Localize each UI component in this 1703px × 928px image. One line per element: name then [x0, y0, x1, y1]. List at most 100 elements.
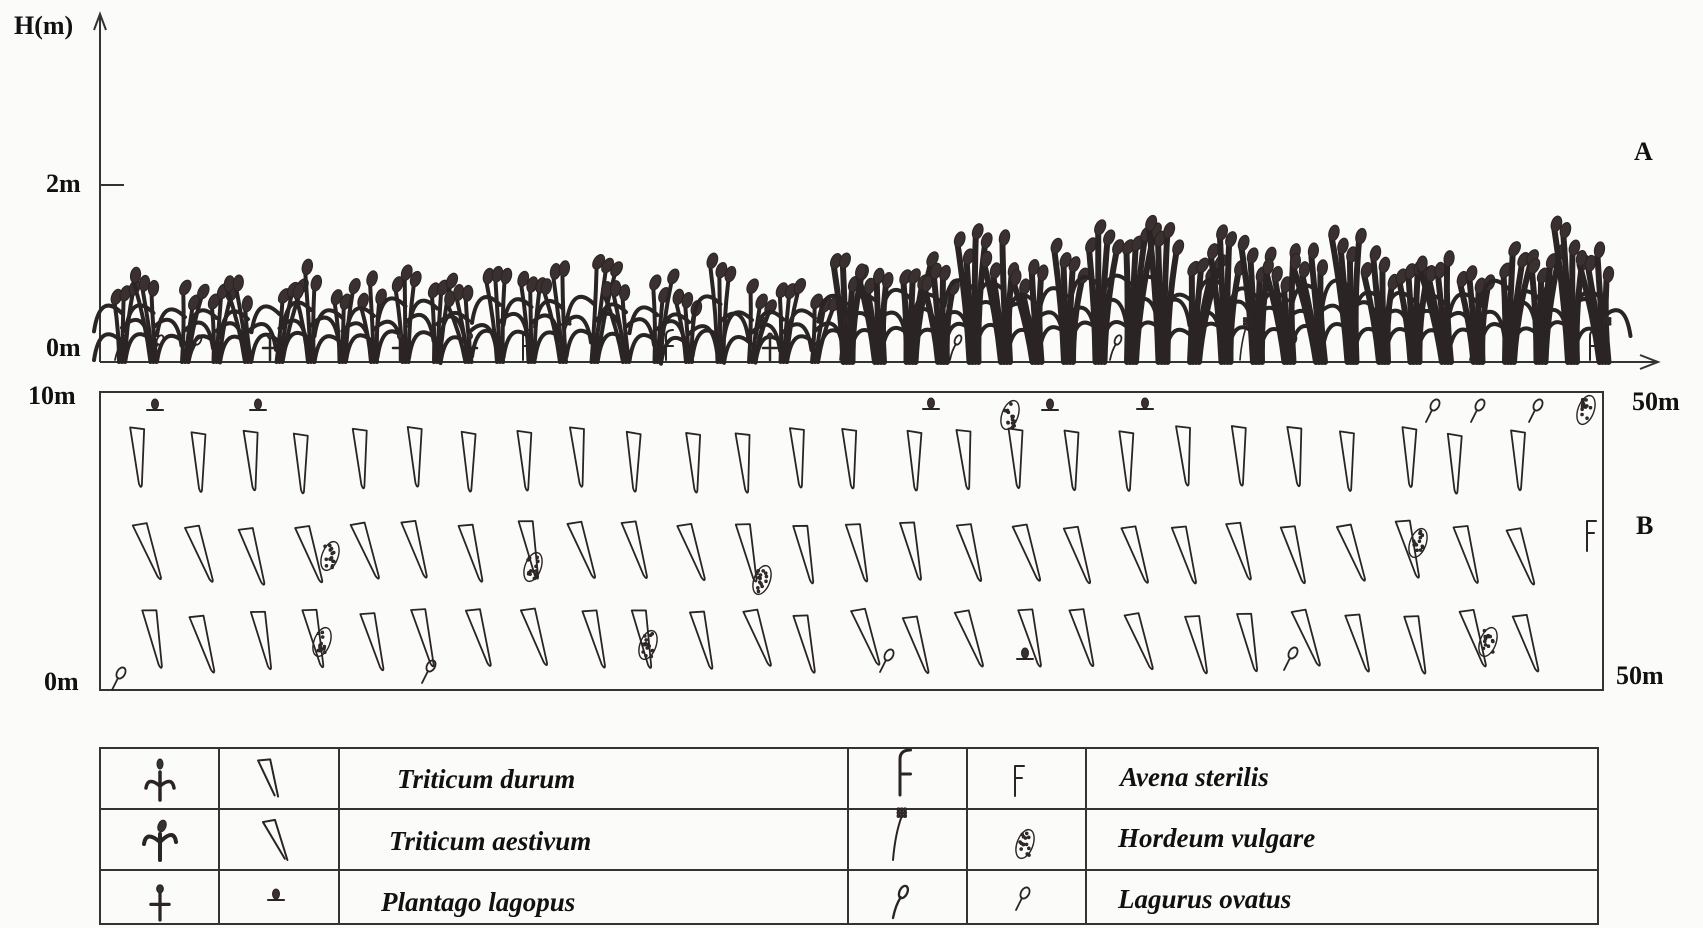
wheat-plan-icon [1009, 428, 1023, 488]
wheat-plan-icon [1337, 523, 1368, 584]
lagurus-plan-icon [880, 648, 895, 672]
wheat-plan-icon [1125, 611, 1156, 672]
wheat-plan-icon [1119, 431, 1133, 491]
wheat-plan-icon [842, 429, 857, 489]
plantago-plan-icon [1137, 398, 1153, 409]
hordeum-plan-icon [997, 398, 1022, 432]
wheat-plan-icon [955, 609, 987, 670]
hordeum-plan-icon [1012, 827, 1037, 861]
wheat-plant-icon [598, 280, 654, 362]
plan-panel: 10m 0m 50m 50m B [28, 381, 1680, 696]
plan-left-top-label: 10m [28, 381, 76, 410]
wheat-plan-icon [677, 522, 708, 583]
wheat-plan-icon [846, 522, 871, 583]
wheat-plant-icon [126, 267, 182, 362]
wheat-plan-icon [851, 607, 883, 668]
durum-profile-icon [146, 759, 174, 800]
wheat-plan-icon [353, 429, 368, 489]
plan-right-top-label: 50m [1632, 387, 1680, 416]
durum-plan-icon [258, 757, 280, 799]
wheat-plan-icon [686, 433, 700, 493]
wheat-plan-icon [521, 607, 551, 668]
plantago-plan-icon [250, 399, 266, 410]
wheat-plan-icon [903, 615, 932, 676]
wheat-plan-icon [790, 428, 805, 488]
wheat-plan-icon [191, 432, 205, 492]
legend-species-plantago-lagopus: Plantago lagopus [380, 887, 575, 917]
wheat-plan-icon [956, 430, 972, 490]
wheat-plan-icon [582, 608, 608, 669]
wheat-plan-icon [567, 520, 598, 581]
lagurus-plan-icon [1426, 398, 1441, 422]
hordeum-plan-icon [1573, 393, 1598, 427]
wheat-plan-icon [466, 607, 494, 668]
wheat-plant-icon [724, 277, 780, 363]
wheat-plan-icon [622, 519, 651, 580]
legend-species-triticum-durum: Triticum durum [397, 764, 575, 794]
wheat-plan-icon [1446, 434, 1461, 494]
wheat-plan-icon [1064, 525, 1094, 586]
wheat-plan-icon [1513, 613, 1542, 674]
profile-tick-label-0m: 0m [46, 333, 81, 362]
lagurus-profile-icon [1110, 334, 1123, 360]
hordeum-plan-icon [317, 539, 342, 573]
wheat-plan-icon [793, 524, 816, 585]
wheat-plan-icon [411, 607, 437, 668]
wheat-plan-icon [459, 523, 486, 584]
wheat-plan-icon [1404, 614, 1428, 675]
lagurus-profile-icon [893, 884, 910, 918]
wheat-plan-icon [957, 522, 985, 583]
lagurus-profile-icon [950, 334, 963, 360]
legend-species-triticum-aestivum: Triticum aestivum [389, 826, 591, 856]
wheat-plan-icon [1510, 430, 1525, 490]
legend-table: Triticum durum Triticum aestivum Plantag… [100, 748, 1598, 924]
wheat-plan-icon [1454, 524, 1482, 585]
avena-profile-icon [666, 330, 673, 360]
wheat-plan-icon [1185, 614, 1210, 675]
wheat-plan-icon [1176, 426, 1192, 486]
wheat-plan-icon [1226, 521, 1254, 582]
wheat-plan-icon [239, 526, 268, 587]
wheat-plan-icon [295, 524, 325, 585]
aestivum-profile-icon [144, 819, 176, 860]
hordeum-plan-icon [749, 563, 774, 597]
hordeum-profile-icon [893, 808, 907, 860]
plantago-profile-icon [151, 885, 169, 920]
wheat-plan-icon [570, 427, 586, 487]
wheat-plan-icon [743, 608, 774, 669]
wheat-plan-icon [1064, 431, 1078, 491]
wheat-plan-icon [133, 521, 165, 582]
plan-left-bottom-label: 0m [44, 667, 79, 696]
profile-panel-label: A [1634, 137, 1653, 166]
legend-species-avena-sterilis: Avena sterilis [1118, 762, 1269, 792]
profile-panel: H(m) 2m 0m A [14, 11, 1658, 369]
wheat-plan-icon [130, 427, 145, 487]
wheat-plan-icon [632, 608, 655, 669]
plan-right-bottom-label: 50m [1616, 661, 1664, 690]
hordeum-plan-icon [1405, 526, 1430, 560]
wheat-plan-icon [351, 521, 383, 582]
wheat-plan-icon [690, 610, 716, 671]
wheat-plan-icon [1069, 607, 1096, 668]
lagurus-plan-icon [1016, 886, 1031, 910]
wheat-plan-icon [293, 434, 308, 494]
lagurus-plan-icon [1284, 646, 1299, 670]
plantago-plan-icon [147, 399, 163, 410]
wheat-plan-icon [1013, 523, 1044, 584]
wheat-plan-icon [251, 610, 274, 671]
plantago-plan-icon [1017, 648, 1033, 659]
lagurus-plan-icon [1471, 398, 1486, 422]
avena-plan-icon [1015, 766, 1024, 796]
wheat-plan-icon [401, 519, 430, 580]
wheat-plan-icon [1340, 431, 1354, 491]
wheat-plant-icon [1039, 237, 1095, 362]
wheat-plan-icon [1292, 608, 1324, 669]
wheat-plan-icon [460, 432, 475, 492]
wheat-plan-icon [407, 427, 421, 487]
wheat-plan-icon [735, 433, 751, 493]
wheat-plan-icon [244, 431, 259, 491]
wheat-plan-icon [1401, 427, 1417, 487]
lagurus-plan-icon [112, 666, 127, 690]
plantago-plan-icon [923, 398, 939, 409]
